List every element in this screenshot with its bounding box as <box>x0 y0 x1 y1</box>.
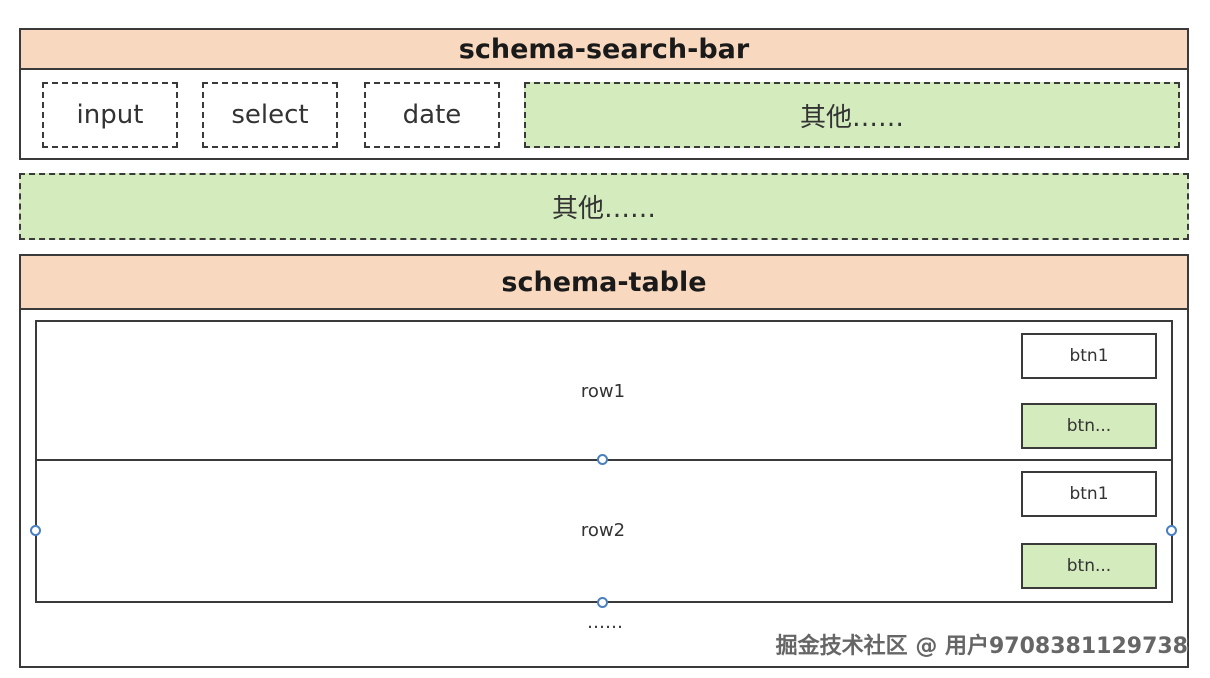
select-field-placeholder: select <box>202 82 338 148</box>
search-bar-other-area: 其他…… <box>524 82 1180 148</box>
middle-other-area: 其他…… <box>19 173 1189 240</box>
search-bar-title: schema-search-bar <box>21 30 1187 70</box>
row2-btn-more[interactable]: btn... <box>1021 543 1157 589</box>
resize-handle-left[interactable] <box>30 525 41 536</box>
table-row-label-1: row1 <box>580 381 626 402</box>
row1-btn-more[interactable]: btn... <box>1021 403 1157 449</box>
date-field-placeholder: date <box>364 82 500 148</box>
watermark-text: 掘金技术社区 @ 用户9708381129738 <box>775 634 1188 659</box>
table-row-label-2: row2 <box>580 520 626 541</box>
resize-handle-right[interactable] <box>1166 525 1177 536</box>
row2-btn1[interactable]: btn1 <box>1021 471 1157 517</box>
table-more-ellipsis: …… <box>587 612 623 633</box>
resize-handle-bottom[interactable] <box>597 597 608 608</box>
table-title: schema-table <box>21 256 1187 310</box>
resize-handle-top[interactable] <box>597 454 608 465</box>
input-field-placeholder: input <box>42 82 178 148</box>
row1-btn1[interactable]: btn1 <box>1021 333 1157 379</box>
